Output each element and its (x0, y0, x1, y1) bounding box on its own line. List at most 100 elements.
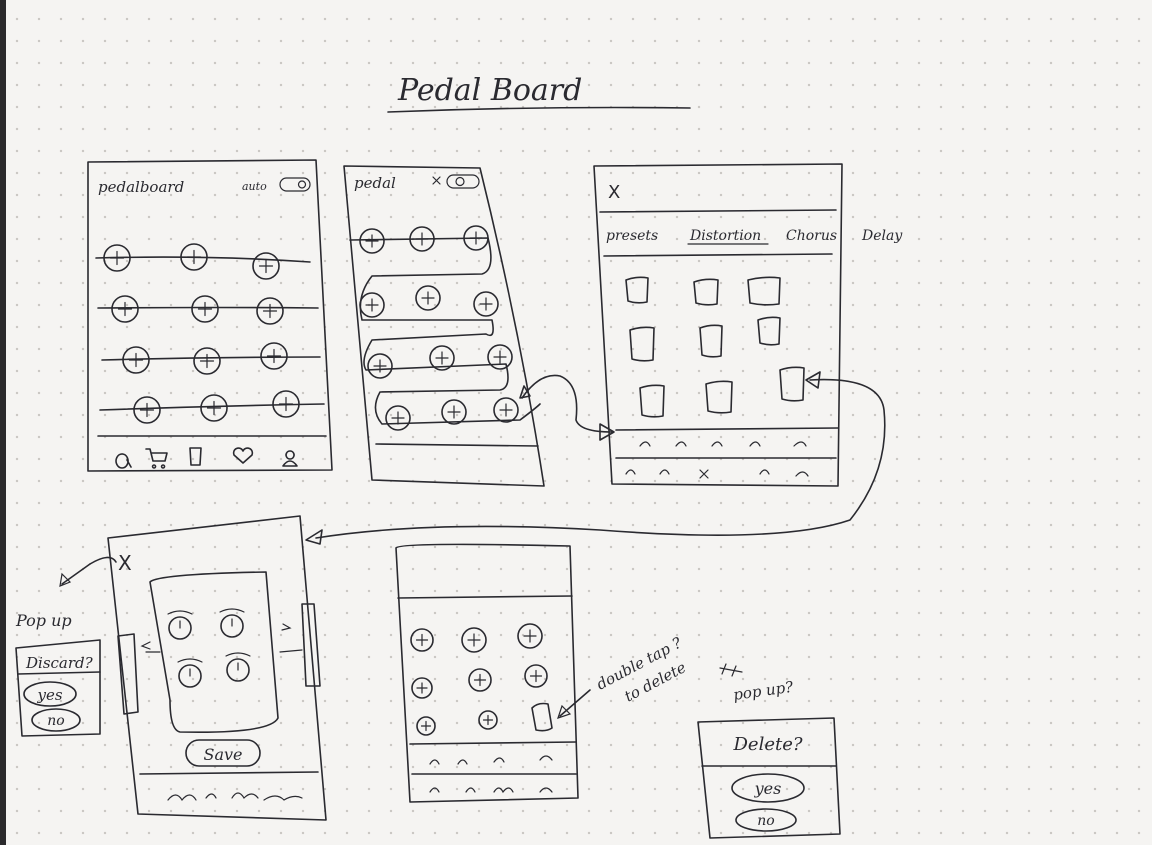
flow-arrow (315, 378, 886, 539)
pedal-button[interactable] (473, 291, 499, 317)
pedal-button[interactable] (133, 396, 161, 424)
header-divider (397, 595, 573, 599)
pedal-button[interactable] (416, 716, 436, 736)
pedal-button[interactable] (463, 225, 489, 251)
search-icon[interactable] (115, 453, 132, 469)
pedal-button[interactable] (256, 297, 284, 325)
pedal-tile[interactable] (693, 278, 719, 306)
close-label[interactable]: X (608, 182, 620, 203)
screen-frame (343, 165, 545, 487)
bottom-divider (375, 443, 539, 447)
pedal-tile[interactable] (629, 326, 655, 362)
tab-presets[interactable]: presets (606, 228, 658, 244)
knob-icon[interactable] (219, 608, 245, 638)
pedal-icon[interactable] (189, 447, 202, 466)
header-divider (599, 209, 837, 213)
popup-annotation: Pop up (15, 611, 72, 630)
delete-popup: Delete? yes no (697, 717, 841, 839)
screen-pedal-editor: X Save (107, 515, 327, 821)
screen-title: pedal (354, 174, 396, 192)
pedal-button[interactable] (103, 244, 131, 272)
pedal-button[interactable] (524, 664, 548, 688)
screen-pedal-grid (395, 543, 579, 803)
heart-icon[interactable] (232, 447, 254, 464)
discard-yes-button[interactable]: yes (23, 681, 77, 707)
pedal-button[interactable] (429, 345, 455, 371)
pedal-button[interactable] (200, 394, 228, 422)
pedal-button[interactable] (409, 226, 435, 252)
edge-line (145, 649, 303, 653)
discard-no-button[interactable]: no (31, 708, 81, 732)
pedal-button[interactable] (468, 668, 492, 692)
screen-title: pedalboard (98, 178, 184, 196)
pedal-tile-selected[interactable] (531, 702, 553, 732)
save-button[interactable]: Save (185, 739, 261, 767)
pedal-button[interactable] (493, 397, 519, 423)
scribble-mark (719, 663, 743, 677)
tray-divider (615, 427, 839, 431)
pedal-button[interactable] (410, 628, 434, 652)
auto-toggle[interactable] (279, 177, 311, 192)
pedal-button[interactable] (441, 399, 467, 425)
cart-icon[interactable] (145, 448, 168, 469)
pedal-button[interactable] (252, 252, 280, 280)
knob-tray-row (429, 755, 553, 765)
pedal-tile[interactable] (699, 324, 723, 358)
delete-no-button[interactable]: no (735, 808, 797, 832)
pedal-button[interactable] (260, 342, 288, 370)
pedal-button[interactable] (180, 243, 208, 271)
screen-frame (593, 163, 843, 487)
pedal-button[interactable] (415, 285, 441, 311)
close-label[interactable]: X (118, 551, 132, 575)
knob-icon[interactable] (167, 610, 193, 640)
tray-divider (409, 741, 577, 745)
yes-label: yes (754, 779, 782, 798)
pedal-button[interactable] (385, 405, 411, 431)
annotation-arrow (61, 563, 91, 585)
pedal-button[interactable] (411, 677, 433, 699)
pedal-button[interactable] (122, 346, 150, 374)
knob-icon[interactable] (177, 658, 203, 688)
pedal-button[interactable] (359, 228, 385, 254)
pedal-tile[interactable] (625, 276, 649, 304)
knob-tray-row (625, 469, 809, 479)
arrow-head (59, 572, 72, 587)
knob-icon[interactable] (225, 652, 251, 682)
tab-distortion[interactable]: Distortion (689, 228, 761, 244)
pedal-button[interactable] (191, 295, 219, 323)
pedal-tile[interactable] (639, 384, 665, 418)
previous-pedal-handle[interactable] (117, 633, 151, 715)
pedal-button[interactable] (487, 344, 513, 370)
arrow-head (519, 385, 531, 399)
pedal-row (101, 356, 321, 361)
pedal-tile[interactable] (747, 276, 781, 306)
pedal-tile[interactable] (779, 366, 805, 402)
profile-icon[interactable] (282, 450, 298, 467)
screen-frame (87, 159, 333, 472)
arrow-head (305, 529, 323, 545)
tab-delay[interactable]: Delay (861, 228, 903, 244)
screen-frame (395, 543, 579, 803)
pedal-button[interactable] (193, 347, 221, 375)
tab-chorus[interactable]: Chorus (786, 228, 837, 244)
discard-question: Discard? (25, 654, 94, 672)
bottom-nav (115, 447, 298, 469)
delete-yes-button[interactable]: yes (731, 773, 805, 803)
pedal-button[interactable] (111, 295, 139, 323)
annotation-popup: pop up? (732, 678, 795, 704)
header-toggle[interactable] (432, 174, 480, 189)
pedal-tile[interactable] (705, 380, 733, 414)
pedal-button[interactable] (359, 292, 385, 318)
pedal-button[interactable] (461, 627, 487, 653)
pedal-button[interactable] (517, 623, 543, 649)
discard-popup: Pop up Discard? yes no (15, 556, 117, 737)
annotation-arrow (89, 556, 117, 565)
pedal-button[interactable] (478, 710, 498, 730)
next-pedal-handle[interactable] (281, 603, 321, 687)
pedal-tile[interactable] (757, 316, 781, 346)
pedal-button[interactable] (272, 390, 300, 418)
signal-chain (349, 237, 541, 425)
category-tabs: presets Distortion Chorus Delay (606, 228, 903, 245)
pedal-button[interactable] (367, 353, 393, 379)
